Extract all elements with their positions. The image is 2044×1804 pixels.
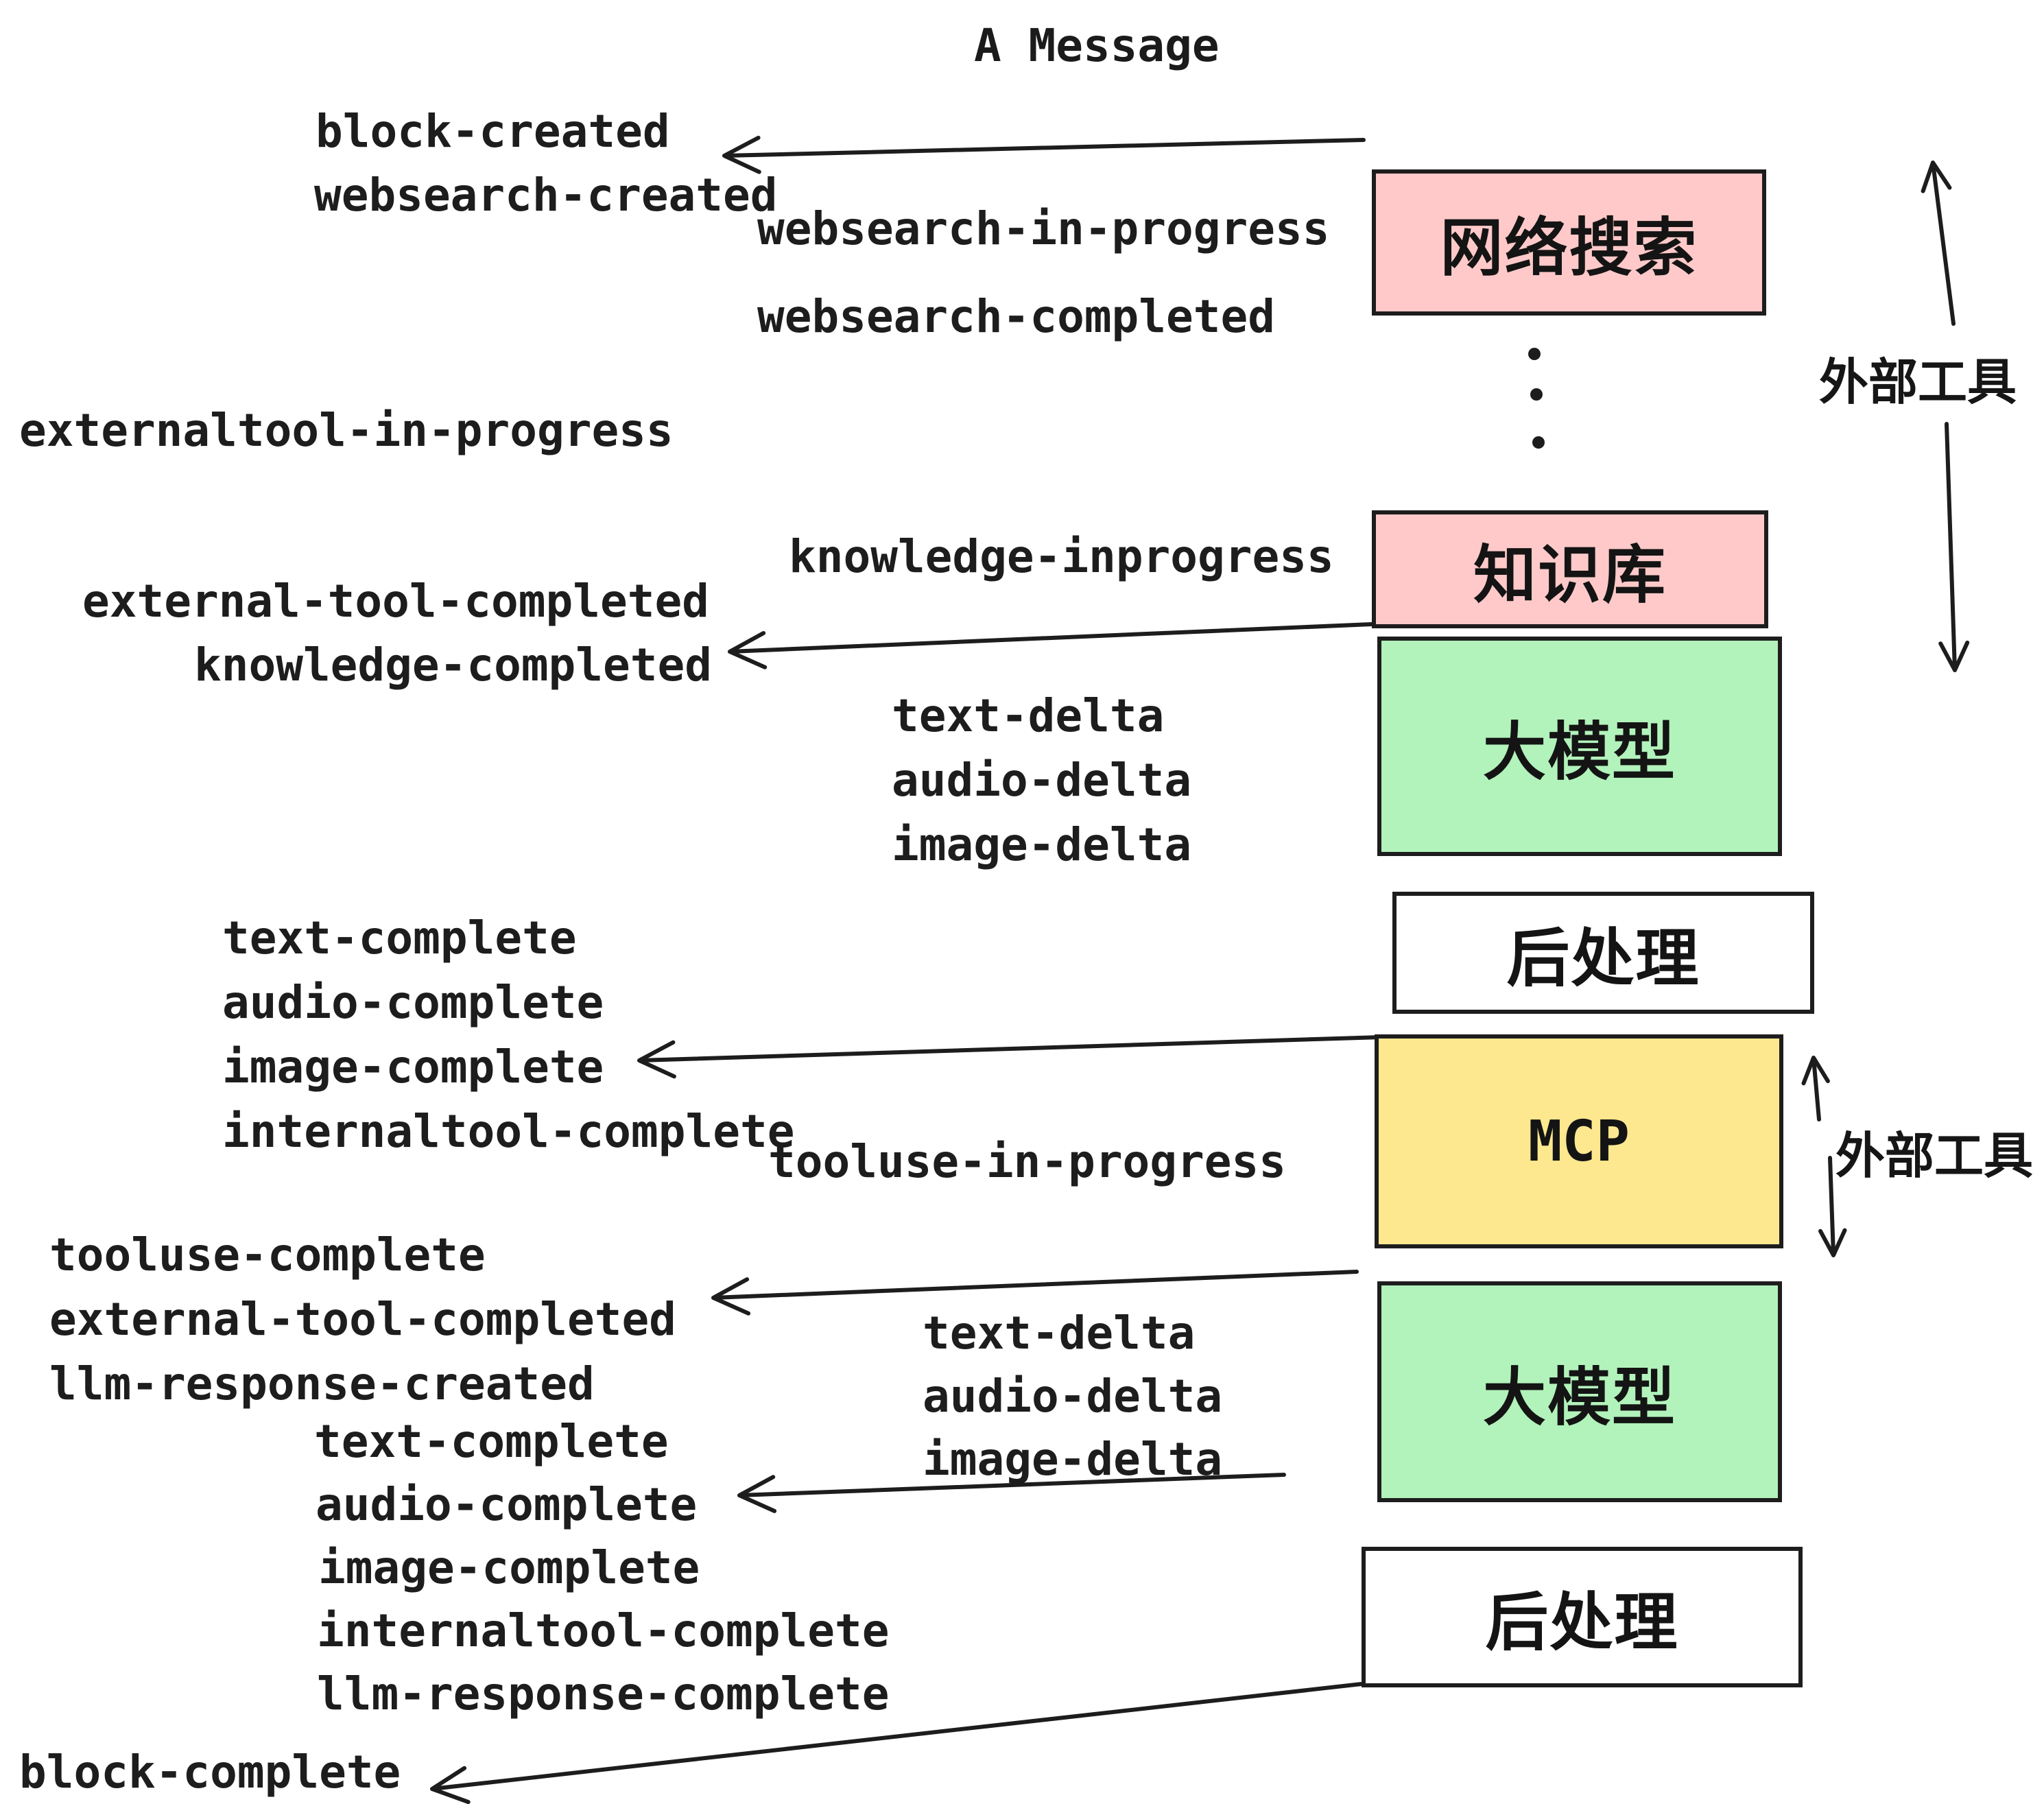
event-label: tooluse-in-progress	[768, 1135, 1286, 1188]
node-label-websearch: 网络搜索	[1440, 211, 1698, 285]
event-label: text-complete	[314, 1415, 669, 1468]
event-label: text-delta	[892, 689, 1165, 742]
node-llm-2: 大模型	[1377, 1281, 1782, 1502]
event-label: internaltool-complete	[317, 1604, 890, 1657]
event-label: text-complete	[222, 912, 577, 964]
event-label: audio-delta	[923, 1370, 1223, 1423]
event-label: websearch-completed	[757, 290, 1275, 343]
ellipsis-dot	[1532, 436, 1545, 449]
arrow-to-block-created	[722, 135, 1366, 174]
node-label-post-2: 后处理	[1485, 1586, 1679, 1659]
event-label: audio-delta	[892, 754, 1192, 807]
event-label: external-tool-completed	[49, 1293, 676, 1346]
event-label: image-complete	[222, 1041, 604, 1093]
event-label: tooluse-complete	[49, 1229, 486, 1281]
node-knowledge: 知识库	[1372, 510, 1768, 628]
event-label: block-created	[316, 105, 670, 158]
arrow-to-knowledge-completed	[728, 622, 1374, 669]
event-label: external-tool-completed	[82, 575, 709, 628]
node-label-llm-1: 大模型	[1482, 715, 1676, 789]
ellipsis-dot	[1528, 348, 1541, 360]
diagram-title: A Message	[974, 19, 1220, 72]
ellipsis-dot	[1530, 388, 1543, 401]
event-label: knowledge-inprogress	[789, 530, 1334, 583]
event-label: audio-complete	[316, 1478, 698, 1531]
node-llm-1: 大模型	[1377, 637, 1782, 856]
event-label: knowledge-completed	[194, 639, 712, 691]
event-label: image-delta	[892, 818, 1192, 871]
event-label: externaltool-in-progress	[19, 404, 674, 457]
event-label: llm-response-created	[49, 1357, 595, 1410]
arrow-external-tools-up-1	[1921, 161, 1956, 326]
event-label: image-delta	[923, 1433, 1223, 1486]
event-label: llm-response-complete	[317, 1667, 890, 1720]
event-label: block-complete	[19, 1746, 401, 1799]
node-websearch: 网络搜索	[1372, 169, 1766, 316]
side-label-external-tools-2: 外部工具	[1835, 1127, 2034, 1185]
arrow-external-tools-down-1	[1938, 422, 1970, 672]
event-label: internaltool-complete	[222, 1105, 795, 1158]
event-label: websearch-in-progress	[757, 202, 1330, 255]
arrow-external-tools-up-2	[1801, 1056, 1830, 1121]
event-label: websearch-created	[314, 169, 778, 222]
event-label: audio-complete	[222, 976, 604, 1029]
side-label-external-tools-1: 外部工具	[1819, 353, 2017, 411]
node-label-knowledge: 知识库	[1473, 538, 1667, 612]
event-label: image-complete	[318, 1541, 700, 1594]
node-label-llm-2: 大模型	[1482, 1360, 1676, 1434]
arrow-to-image-complete	[637, 1035, 1383, 1079]
node-label-mcp: MCP	[1528, 1108, 1630, 1174]
node-mcp: MCP	[1375, 1034, 1783, 1248]
node-label-post-1: 后处理	[1506, 921, 1700, 995]
node-post-1: 后处理	[1392, 892, 1814, 1014]
node-post-2: 后处理	[1362, 1547, 1803, 1687]
event-label: text-delta	[923, 1307, 1196, 1360]
